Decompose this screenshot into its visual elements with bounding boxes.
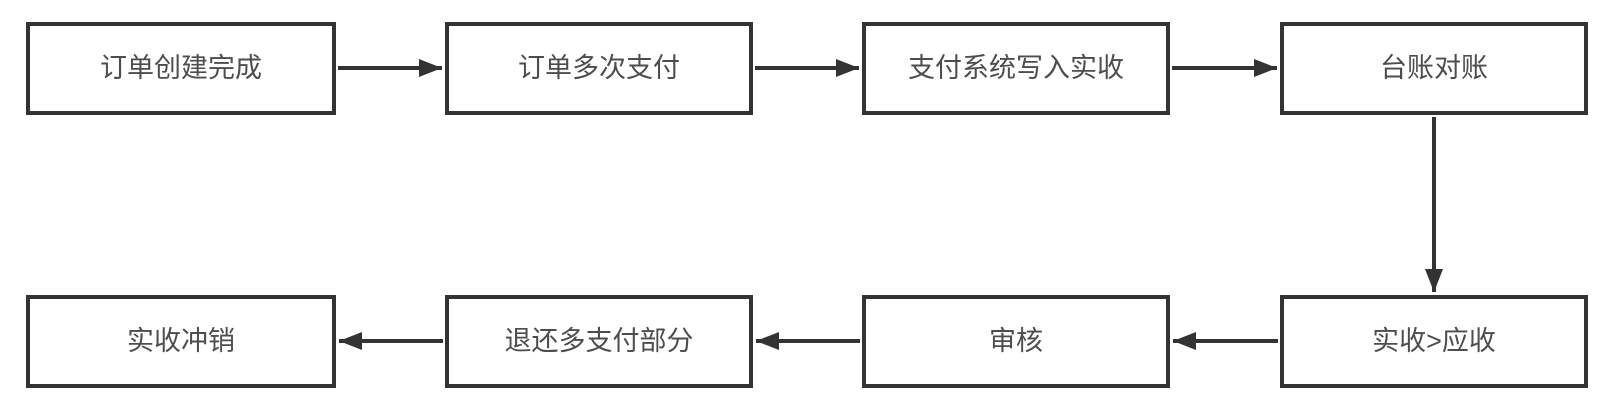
- node-payment-write-receipt[interactable]: 支付系统写入实收: [862, 22, 1170, 115]
- node-order-multi-paid[interactable]: 订单多次支付: [445, 22, 753, 115]
- node-received-gt-due[interactable]: 实收>应收: [1280, 295, 1588, 388]
- node-order-created[interactable]: 订单创建完成: [26, 22, 336, 115]
- node-refund-overpaid[interactable]: 退还多支付部分: [445, 295, 753, 388]
- node-ledger-reconcile-label: 台账对账: [1380, 53, 1488, 84]
- node-payment-write-receipt-label: 支付系统写入实收: [908, 53, 1124, 84]
- node-review[interactable]: 审核: [862, 295, 1170, 388]
- node-refund-overpaid-label: 退还多支付部分: [504, 326, 694, 357]
- node-order-multi-paid-label: 订单多次支付: [518, 53, 680, 84]
- node-ledger-reconcile[interactable]: 台账对账: [1280, 22, 1588, 115]
- node-review-label: 审核: [989, 326, 1043, 357]
- node-receipt-writeoff[interactable]: 实收冲销: [26, 295, 336, 388]
- node-order-created-label: 订单创建完成: [100, 53, 262, 84]
- node-received-gt-due-label: 实收>应收: [1372, 326, 1496, 357]
- node-receipt-writeoff-label: 实收冲销: [127, 326, 235, 357]
